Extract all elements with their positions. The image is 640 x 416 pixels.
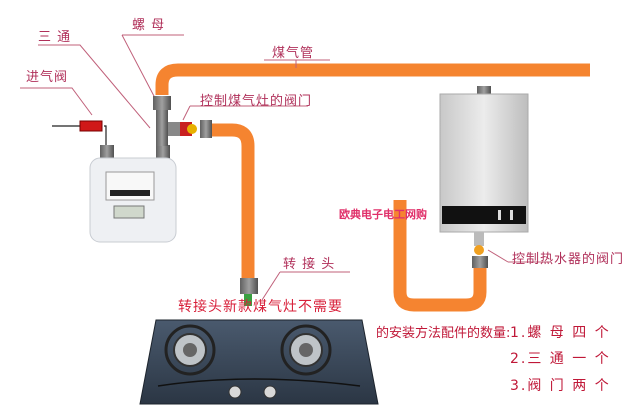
label-tee: 三 通 [38,30,72,45]
parts-item-1: 1.螺 母 四 个 [510,325,611,341]
parts-heading: 的安装方法配件的数量: [376,326,511,341]
label-inlet-valve: 进气阀 [26,70,69,85]
stove-knob-left[interactable] [228,385,242,399]
nut [200,120,212,138]
label-heater-valve: 控制热水器的阀门 [512,252,625,267]
label-nut: 螺 母 [132,18,166,33]
water-heater [439,86,529,268]
tee-fitting [156,110,168,146]
label-gas-pipe: 煤气管 [272,46,315,61]
nut [240,278,258,294]
watermark: 欧典电子电工网购 [339,208,427,221]
label-adapter: 转 接 头 [283,257,336,272]
leader-lines [20,34,550,301]
burner-right [280,324,332,376]
parts-item-2: 2.三 通 一 个 [510,351,611,367]
nut [153,96,171,110]
parts-item-3: 3.阀 门 两 个 [510,378,611,394]
adapter [244,294,252,306]
nut [472,256,488,268]
gas-pipe [155,63,590,312]
heater-valve [474,245,484,255]
stove-knob-right[interactable] [263,385,277,399]
burner-left [164,324,216,376]
label-adapter-note: 转接头新款煤气灶不需要 [178,299,343,315]
inlet-valve [79,120,103,132]
label-stove-valve: 控制煤气灶的阀门 [200,94,313,109]
gas-stove [139,319,379,405]
gas-meter [89,145,177,243]
